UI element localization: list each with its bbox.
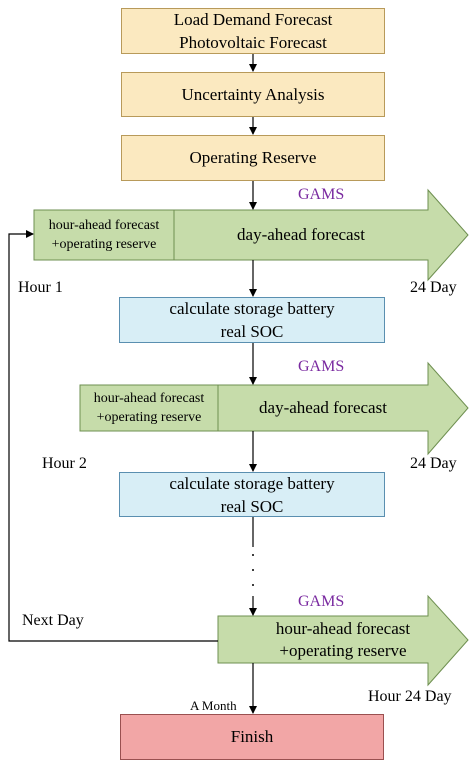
connectors bbox=[8, 54, 257, 714]
arrow2-day-ahead-text: day-ahead forecast bbox=[259, 398, 387, 417]
gams-label-3: GAMS bbox=[298, 593, 345, 610]
next-day-label: Next Day bbox=[22, 612, 84, 629]
hour-2-label: Hour 2 bbox=[42, 455, 87, 472]
gams-label-1: GAMS bbox=[298, 186, 345, 203]
ellipsis-dots bbox=[252, 554, 254, 586]
calculate-soc-box-2: calculate storage battery real SOC bbox=[119, 472, 385, 517]
calculate-soc-box-1: calculate storage battery real SOC bbox=[119, 297, 385, 343]
arrow1-hour-ahead-text: hour-ahead forecast +operating reserve bbox=[48, 218, 160, 252]
gams-label-2: GAMS bbox=[298, 358, 345, 375]
arrow1-day-ahead-text: day-ahead forecast bbox=[237, 225, 365, 244]
day-ahead-arrow-1 bbox=[33, 188, 469, 282]
a-month-label: A Month bbox=[190, 698, 237, 713]
day-ahead-arrow-2 bbox=[79, 361, 469, 456]
hour-1-label: Hour 1 bbox=[18, 279, 63, 296]
finish-box: Finish bbox=[120, 714, 384, 760]
day-24-label-2: 24 Day bbox=[410, 455, 457, 472]
forecast-box: Load Demand Forecast Photovoltaic Foreca… bbox=[121, 8, 385, 54]
arrow3-hour-ahead-text: hour-ahead forecast +operating reserve bbox=[275, 618, 411, 660]
arrow2-hour-ahead-text: hour-ahead forecast +operating reserve bbox=[93, 391, 205, 425]
hour-24-day-label: Hour 24 Day bbox=[368, 688, 452, 705]
operating-reserve-box: Operating Reserve bbox=[121, 135, 385, 181]
uncertainty-analysis-box: Uncertainty Analysis bbox=[121, 72, 385, 117]
day-24-label-1: 24 Day bbox=[410, 279, 457, 296]
